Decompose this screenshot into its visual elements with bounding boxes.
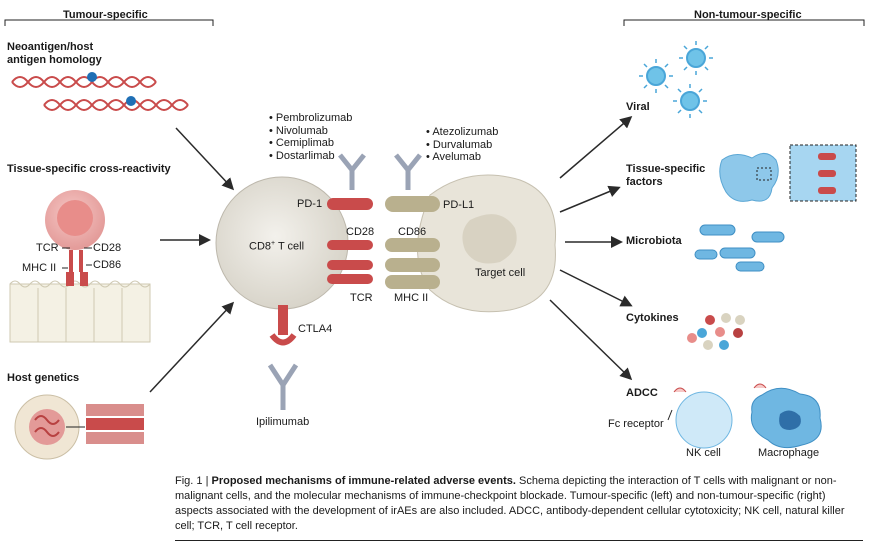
cd86-label-center: CD86 [398, 226, 427, 238]
ipilimumab-label: Ipilimumab [256, 416, 310, 428]
genetics-cell-icon [14, 394, 144, 460]
microbiota-label: Microbiota [626, 235, 682, 247]
cytokines-label: Cytokines [626, 312, 679, 324]
pd1-drug: • Nivolumab [269, 124, 328, 137]
viral-label: Viral [626, 101, 650, 113]
cytokine-icon [687, 313, 745, 350]
mhc2-label-center: MHC II [394, 292, 429, 304]
cd28-label-center: CD28 [346, 226, 375, 238]
pd1-drug-list: • Pembrolizumab • Nivolumab • Cemiplimab… [269, 112, 352, 162]
diagram-canvas [4, 19, 865, 460]
caption-fig-label: Fig. 1 | [175, 475, 212, 487]
caption-rule [175, 540, 863, 541]
tumour-bracket [4, 19, 214, 26]
neoantigen-label-line1: Neoantigen/host [7, 41, 94, 53]
figure-caption: Fig. 1 | Proposed mechanisms of immune-r… [175, 474, 863, 534]
pd1-drug: • Pembrolizumab [269, 112, 353, 124]
pdl1-drug: • Avelumab [426, 151, 482, 163]
fc-receptor-label: Fc receptor [608, 418, 664, 430]
pd1-drug: • Cemiplimab [269, 137, 334, 149]
neoantigen-label-line2: antigen homology [7, 54, 102, 66]
tissue-factor-icon [719, 153, 779, 202]
tcr-label-center: TCR [350, 292, 373, 304]
pd1-label: PD-1 [297, 198, 323, 210]
virus-icon [639, 41, 713, 118]
epithelium-icon [9, 190, 151, 343]
caption-body: Schema depicting the interaction of T ce… [175, 475, 845, 532]
pd1-drug: • Dostarlimab [269, 149, 335, 162]
pdl1-drug-list: • Atezolizumab • Durvalumab • Avelumab [426, 126, 498, 164]
figure: Tumour-specific Non-tumour-specific Neoa… [4, 9, 865, 460]
header-tumour-specific: Tumour-specific [63, 9, 148, 21]
adcc-label: ADCC [626, 387, 658, 399]
ipilimumab-antibody-icon [267, 363, 299, 410]
tcr-label-left: TCR [36, 242, 59, 254]
nk-cell-icon [675, 391, 733, 449]
ctla4-label: CTLA4 [298, 323, 333, 335]
microbiota-icon [694, 224, 785, 272]
target-cell-label: Target cell [475, 267, 526, 279]
tissue-factors-label-line2: factors [626, 176, 663, 188]
non-tumour-bracket [623, 19, 865, 26]
header-non-tumour-specific: Non-tumour-specific [694, 9, 802, 21]
caption-title: Proposed mechanisms of immune-related ad… [211, 475, 516, 487]
cd8-t-cell-label: CD8+ T cell [249, 240, 305, 253]
host-genetics-label: Host genetics [7, 372, 80, 384]
cd86-label-left: CD86 [93, 259, 122, 271]
pdl1-drug: • Atezolizumab [426, 126, 499, 138]
anti-pd1-antibody-icon [338, 153, 366, 190]
pdl1-label: PD-L1 [443, 199, 475, 211]
pdl1-drug: • Durvalumab [426, 138, 493, 151]
nk-cell-label: NK cell [686, 447, 721, 459]
macrophage-label: Macrophage [758, 447, 820, 459]
dna-icon [11, 72, 189, 111]
cd28-label-left: CD28 [93, 242, 122, 254]
anti-pdl1-antibody-icon [394, 153, 422, 190]
mhc2-label-left: MHC II [22, 262, 57, 274]
tissue-factors-label-line1: Tissue-specific [626, 163, 706, 175]
cross-reactivity-label: Tissue-specific cross-reactivity [7, 163, 171, 175]
